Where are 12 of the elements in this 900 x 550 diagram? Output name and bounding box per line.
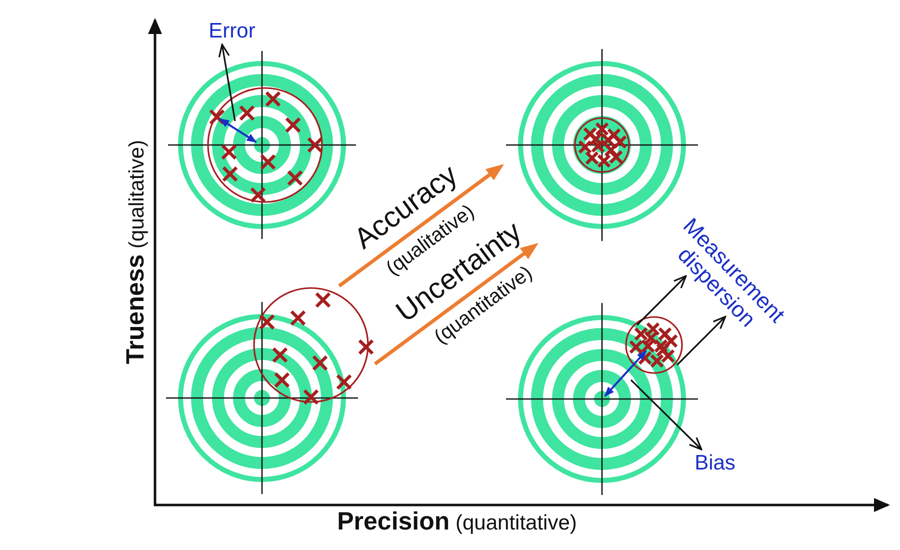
leader-arrow: [676, 316, 726, 366]
annotation-text: Error: [208, 19, 256, 43]
target-drawing: [166, 49, 358, 241]
target-drawing: [164, 286, 375, 496]
annotation-text: Bias: [694, 451, 736, 475]
leader-arrow: [218, 44, 236, 122]
arrow: [338, 164, 504, 288]
arrow: [374, 242, 538, 366]
leader-arrow: [636, 275, 687, 326]
leader-arrow: [630, 379, 702, 450]
axis-title: Trueness (qualitative): [122, 140, 150, 364]
axis-title: Precision (quantitative): [337, 508, 577, 536]
